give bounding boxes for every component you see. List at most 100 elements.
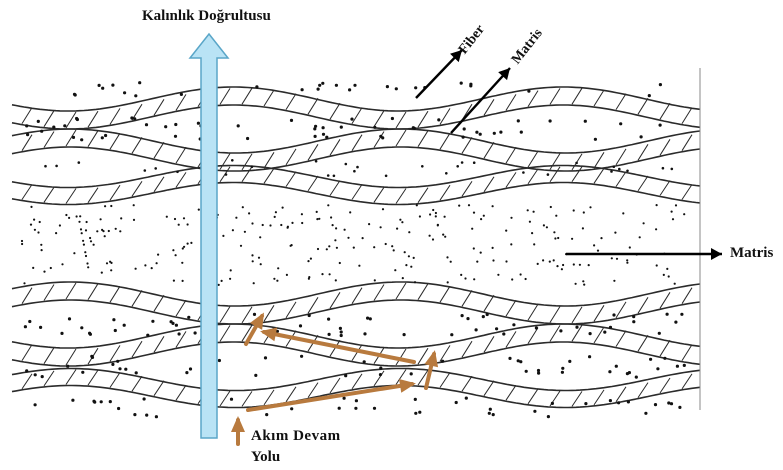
matrix-dot	[108, 400, 112, 404]
flow-arrow-2-icon	[424, 350, 439, 390]
matrix-dot	[575, 161, 578, 165]
matrix-dot	[26, 133, 30, 137]
matrix-dot	[93, 400, 97, 404]
matrix-dot	[155, 262, 158, 265]
matrix-dot	[628, 246, 631, 249]
matrix-dot	[104, 205, 107, 208]
ply-hatching	[21, 87, 693, 129]
matrix-dot	[478, 132, 482, 136]
matrix-dot	[471, 227, 474, 230]
matrix-dot	[61, 263, 64, 266]
matrix-dot	[172, 249, 175, 252]
matrix-dot	[265, 413, 269, 417]
matrix-dot	[174, 122, 178, 127]
thickness-arrow-shape	[188, 32, 230, 439]
matrix-dot	[109, 260, 112, 263]
ply-top-edge	[11, 164, 701, 189]
matrix-dot	[639, 135, 643, 139]
matrix-dot	[186, 242, 189, 245]
matrix-dot	[179, 92, 183, 96]
matrix-dot	[328, 273, 331, 276]
matrix-dot	[527, 89, 531, 93]
matrix-dot	[197, 208, 200, 211]
ply-bottom-edge	[11, 146, 701, 172]
matrix-dot	[612, 313, 616, 317]
matrix-dot	[519, 360, 523, 364]
matrix-dot	[132, 204, 135, 207]
matrix-dot	[89, 236, 92, 240]
matrix-dot	[273, 215, 276, 218]
matrix-dot	[229, 397, 234, 401]
matrix-dot	[348, 88, 352, 92]
matrix-dot	[385, 85, 389, 89]
matrix-dot	[251, 260, 254, 263]
arrow-head	[711, 248, 722, 260]
matrix-dot	[314, 124, 318, 128]
matrix-dot	[655, 264, 658, 267]
matrix-dot	[368, 223, 371, 226]
matrix-dot	[392, 249, 395, 252]
matrix-dot	[259, 236, 262, 239]
matrix-dot	[99, 218, 102, 221]
matrix-dot	[669, 402, 674, 406]
matrix-dot	[412, 126, 416, 130]
matrix-dot	[239, 244, 243, 247]
matrix-dot	[65, 213, 68, 217]
matrix-dot	[682, 363, 686, 367]
matrix-dot	[588, 332, 592, 336]
matrix-dot	[608, 370, 612, 374]
matrix-dot	[172, 279, 175, 282]
matrix-dot	[410, 265, 413, 268]
matrix-dot	[578, 263, 582, 266]
matrix-dot	[71, 398, 75, 402]
matrix-dot	[600, 237, 603, 240]
matrix-dot	[396, 227, 399, 230]
matrix-dot	[183, 245, 186, 248]
matrix-dot	[553, 231, 556, 234]
matrix-dot	[603, 330, 607, 334]
matrix-dot	[52, 125, 56, 129]
matrix-dot	[229, 269, 232, 272]
matrix-dot	[667, 401, 671, 405]
thickness-direction-label: Kalınlık Doğrultusu	[142, 8, 271, 24]
matrix-dot	[441, 359, 445, 363]
matrix-dot	[429, 213, 432, 216]
matrix-dot	[546, 415, 551, 419]
matrix-dot	[372, 406, 377, 410]
matrix-dot	[276, 279, 279, 282]
matrix-dot	[251, 254, 254, 257]
matrix-dot	[338, 261, 341, 265]
matrix-dot	[321, 132, 326, 136]
matrix-dot	[66, 364, 70, 368]
matrix-dot	[356, 165, 359, 169]
matrix-dot	[97, 83, 101, 87]
matrix-dot	[254, 373, 258, 377]
matrix-dot	[134, 94, 138, 98]
matrix-dot	[190, 241, 193, 244]
matrix-dot	[519, 130, 523, 134]
matrix-dot	[405, 264, 408, 267]
matrix-dot	[593, 137, 598, 141]
matrix-dot	[632, 315, 636, 319]
matrix-dot	[533, 243, 536, 246]
fiber-ply	[11, 164, 701, 206]
matrix-dot	[291, 221, 294, 224]
matrix-dot	[408, 231, 411, 234]
matrix-dot	[79, 215, 82, 218]
matrix-dot	[683, 213, 686, 216]
ply-hatching	[21, 166, 693, 204]
matrix-dot	[581, 227, 585, 230]
matrix-dot	[583, 119, 587, 123]
matrix-dot	[431, 238, 435, 241]
fiber-plies	[11, 86, 701, 409]
matrix-dot	[499, 130, 503, 134]
matrix-dot	[354, 399, 358, 403]
matrix-dot	[100, 136, 104, 140]
matrix-dot	[193, 331, 197, 335]
matrix-dot	[614, 231, 617, 234]
matrix-dot	[572, 209, 575, 212]
matrix-dot	[33, 218, 36, 221]
matrix-dot	[301, 221, 304, 225]
